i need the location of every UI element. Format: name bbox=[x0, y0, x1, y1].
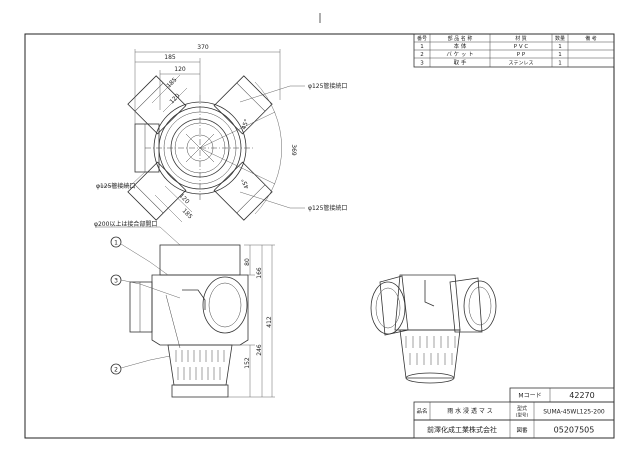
svg-text:1: 1 bbox=[114, 240, 118, 247]
callout-1 bbox=[110, 236, 122, 248]
table-header-no: 番号 bbox=[417, 35, 427, 42]
dim-246: 246 bbox=[256, 344, 263, 356]
dim-80: 80 bbox=[244, 258, 251, 266]
handle bbox=[182, 289, 206, 310]
pipe-arm-lower-right bbox=[213, 161, 273, 221]
drawing-frame bbox=[24, 33, 615, 439]
table-header-name: 部 品 名 称 bbox=[448, 35, 473, 42]
drawing-no-label: 図番 bbox=[516, 427, 528, 434]
persp-pipe-left bbox=[370, 281, 406, 335]
pipe-arm-lower-left bbox=[127, 161, 187, 221]
persp-bucket bbox=[399, 329, 461, 379]
dim-369: 369 bbox=[290, 144, 297, 156]
pipe-arm-upper-left bbox=[127, 75, 187, 135]
name-value: 雨 水 浸 透 マ ス bbox=[447, 407, 493, 415]
inlet-neck bbox=[159, 244, 241, 276]
m-code-value: 42270 bbox=[569, 391, 594, 400]
dim-152: 152 bbox=[244, 357, 251, 369]
title-block: Mコード 42270 品名 雨 水 浸 透 マ ス 型式 (型号) SUMA-4… bbox=[413, 387, 615, 439]
callout-2 bbox=[110, 363, 122, 375]
parts-table: 番号 部 品 名 称 材 質 数量 備 考 1 本 体 P V C 1 2 バ … bbox=[413, 33, 615, 68]
angle-45-lower: 45° bbox=[240, 177, 250, 189]
table-cell: 1 bbox=[558, 44, 562, 50]
table-cell: P P bbox=[517, 52, 526, 58]
m-code-label: Mコード bbox=[518, 393, 541, 400]
pipe-left bbox=[129, 281, 153, 333]
table-header-material: 材 質 bbox=[515, 35, 527, 42]
dim-166: 166 bbox=[256, 267, 263, 279]
dim-185-top: 185 bbox=[164, 54, 176, 61]
table-cell: 本 体 bbox=[454, 42, 467, 50]
model-label-1: 型式 bbox=[517, 405, 527, 412]
base bbox=[171, 384, 229, 398]
svg-text:2: 2 bbox=[114, 367, 118, 374]
dim-412: 412 bbox=[266, 316, 273, 328]
angle-45-upper: 45° bbox=[240, 118, 250, 130]
table-cell: バ ケ ッ ト bbox=[446, 51, 473, 58]
table-cell: 取 手 bbox=[454, 59, 467, 67]
perspective-view bbox=[370, 274, 497, 384]
table-cell: 1 bbox=[558, 61, 562, 67]
table-cell: 2 bbox=[420, 52, 424, 58]
dim-120-top: 120 bbox=[174, 66, 186, 73]
table-cell: 1 bbox=[558, 52, 562, 58]
svg-text:3: 3 bbox=[114, 278, 118, 285]
company-name: 前澤化成工業株式会社 bbox=[427, 425, 497, 434]
drawing-no-value: 05207505 bbox=[554, 426, 595, 435]
label-pipe-lower-right: φ125管接続口 bbox=[308, 204, 347, 212]
table-header-note: 備 考 bbox=[585, 35, 597, 42]
top-view: 370 185 120 185 120 120 185 369 45° 45° … bbox=[96, 44, 347, 223]
dim-185-diag-lower: 185 bbox=[181, 207, 194, 220]
table-cell: 1 bbox=[420, 44, 424, 50]
model-label-2: (型号) bbox=[516, 412, 529, 419]
front-view: φ200以上は接合部開口 bbox=[94, 220, 275, 398]
dim-370: 370 bbox=[197, 44, 209, 51]
pipe-arm-upper-right bbox=[213, 75, 273, 135]
persp-pipe-right bbox=[463, 280, 497, 332]
label-inlet: φ200以上は接合部開口 bbox=[94, 220, 157, 228]
dim-120-diag-lower: 120 bbox=[178, 192, 191, 205]
label-pipe-upper-right: φ125管接続口 bbox=[308, 82, 347, 90]
name-label: 品名 bbox=[416, 407, 427, 415]
pipe-right bbox=[202, 276, 248, 334]
dim-120-diag-upper: 120 bbox=[168, 92, 181, 105]
table-cell: P V C bbox=[514, 44, 529, 50]
main-body bbox=[151, 274, 249, 346]
table-header-qty: 数量 bbox=[555, 35, 565, 42]
table-cell: 3 bbox=[420, 61, 424, 67]
label-pipe-left: φ125管接続口 bbox=[96, 182, 135, 190]
table-cell: ステンレス bbox=[508, 61, 533, 67]
model-value: SUMA-45WL125-200 bbox=[543, 409, 605, 416]
